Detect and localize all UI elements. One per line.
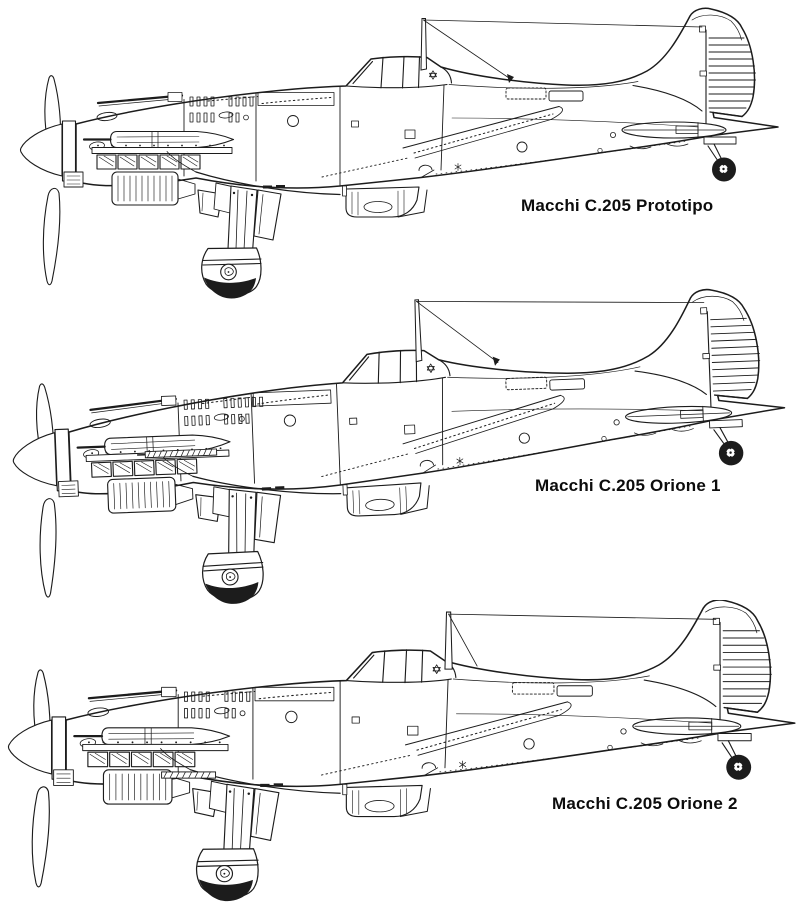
wing-gun-barrel xyxy=(161,771,217,779)
antenna-mast-and-wires xyxy=(414,299,705,366)
extra-louvres xyxy=(238,396,264,424)
profile-drawing-orione-2 xyxy=(7,600,796,903)
antenna-mast-and-wires xyxy=(420,18,703,83)
profile-drawing-orione-1 xyxy=(6,285,793,613)
wing-gun-barrel xyxy=(137,448,218,459)
figure-label-prototipo: Macchi C.205 Prototipo xyxy=(521,196,714,215)
antenna-mast-and-wires xyxy=(444,611,717,670)
figure-label-orione-2: Macchi C.205 Orione 2 xyxy=(552,794,738,813)
figure-label-orione-1: Macchi C.205 Orione 1 xyxy=(535,476,721,495)
profile-drawing-prototipo xyxy=(19,7,780,300)
